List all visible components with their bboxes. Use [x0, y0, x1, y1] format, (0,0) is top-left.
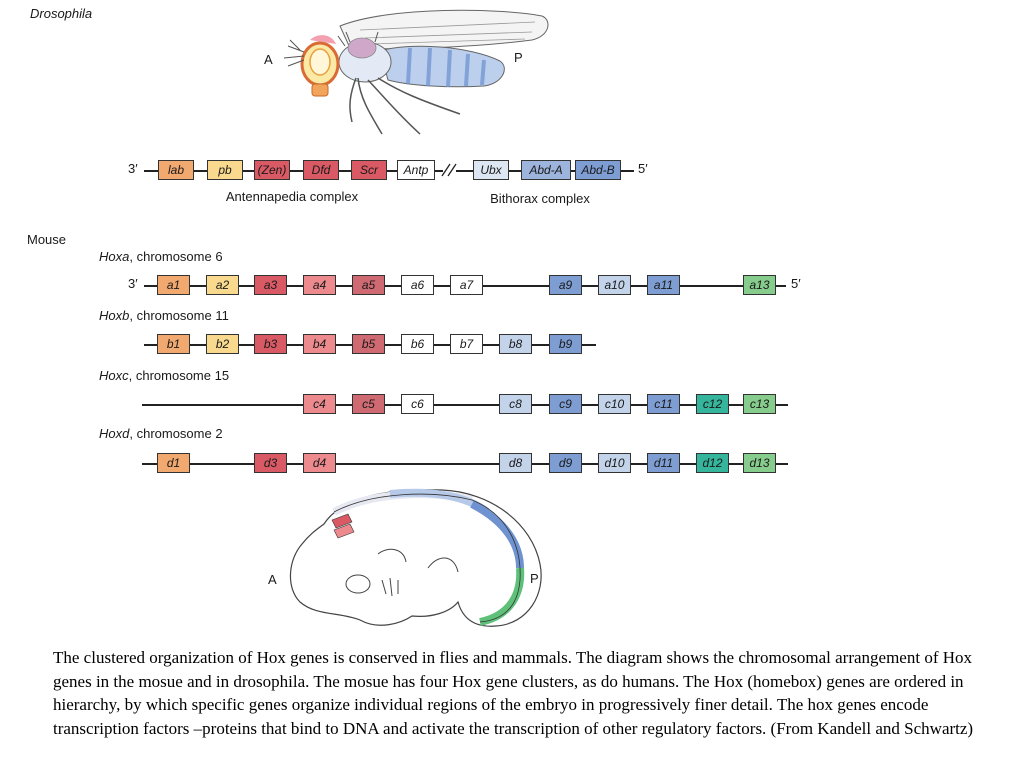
hoxb-chromosome: , chromosome 11	[129, 308, 229, 323]
gene-box-d3: d3	[254, 453, 287, 473]
gene-box-dfd: Dfd	[303, 160, 339, 180]
bithorax-complex-label: Bithorax complex	[490, 191, 590, 206]
gene-box-d13: d13	[743, 453, 776, 473]
hoxb-name: Hoxb	[99, 308, 130, 323]
gene-box-a11: a11	[647, 275, 680, 295]
chromosome-break-mark	[441, 163, 457, 177]
gene-box-d1: d1	[157, 453, 190, 473]
mouse-embryo-illustration	[289, 488, 542, 627]
gene-box-c12: c12	[696, 394, 729, 414]
hoxb-cluster-label: Hoxb, chromosome 11	[99, 308, 229, 323]
gene-box-a2: a2	[206, 275, 239, 295]
gene-box-a13: a13	[743, 275, 776, 295]
gene-box-a10: a10	[598, 275, 631, 295]
gene-box-c13: c13	[743, 394, 776, 414]
hoxd-name: Hoxd	[99, 426, 130, 441]
gene-box-c6: c6	[401, 394, 434, 414]
gene-box-a4: a4	[303, 275, 336, 295]
gene-box-abdb: Abd-B	[575, 160, 621, 180]
gene-box-b5: b5	[352, 334, 385, 354]
gene-box-c5: c5	[352, 394, 385, 414]
fly-five-prime-label: 5′	[638, 161, 648, 176]
gene-box-lab: lab	[158, 160, 194, 180]
gene-box-b4: b4	[303, 334, 336, 354]
hoxa-name: Hoxa	[99, 249, 130, 264]
gene-box-a7: a7	[450, 275, 483, 295]
gene-box-b1: b1	[157, 334, 190, 354]
gene-box-d12: d12	[696, 453, 729, 473]
gene-box-antp: Antp	[397, 160, 435, 180]
gene-box-pb: pb	[207, 160, 243, 180]
gene-box-c8: c8	[499, 394, 532, 414]
hoxa-cluster-label: Hoxa, chromosome 6	[99, 249, 223, 264]
gene-box-b6: b6	[401, 334, 434, 354]
gene-box-b2: b2	[206, 334, 239, 354]
hoxc-chromosome: , chromosome 15	[128, 368, 230, 383]
gene-box-a5: a5	[352, 275, 385, 295]
gene-box-a3: a3	[254, 275, 287, 295]
gene-box-c9: c9	[549, 394, 582, 414]
mouse-five-prime-label: 5′	[791, 276, 801, 291]
gene-box-b7: b7	[450, 334, 483, 354]
gene-box-c4: c4	[303, 394, 336, 414]
hoxc-name: Hoxc	[99, 368, 129, 383]
hoxa-chromosome: , chromosome 6	[129, 249, 223, 264]
embryo-posterior-label: P	[530, 571, 539, 586]
fly-posterior-label: P	[514, 50, 523, 65]
drosophila-title: Drosophila	[30, 6, 93, 21]
gene-box-a1: a1	[157, 275, 190, 295]
gene-box-zen: (Zen)	[254, 160, 290, 180]
gene-box-d9: d9	[549, 453, 582, 473]
gene-box-b9: b9	[549, 334, 582, 354]
gene-box-b3: b3	[254, 334, 287, 354]
mouse-three-prime-label: 3′	[128, 276, 138, 291]
mouse-title: Mouse	[27, 232, 67, 247]
antennapedia-complex-label: Antennapedia complex	[225, 189, 359, 204]
gene-box-abda: Abd-A	[521, 160, 571, 180]
fly-three-prime-label: 3′	[128, 161, 138, 176]
gene-box-d8: d8	[499, 453, 532, 473]
gene-box-d4: d4	[303, 453, 336, 473]
hoxd-chromosome-line	[142, 463, 788, 465]
hoxc-cluster-label: Hoxc, chromosome 15	[99, 368, 229, 383]
gene-box-a6: a6	[401, 275, 434, 295]
embryo-anterior-label: A	[268, 572, 277, 587]
gene-box-scr: Scr	[351, 160, 387, 180]
gene-box-d11: d11	[647, 453, 680, 473]
fly-illustration	[283, 9, 549, 135]
gene-box-c10: c10	[598, 394, 631, 414]
fly-chromosome-line-left	[144, 170, 444, 172]
gene-box-a9: a9	[549, 275, 582, 295]
hoxd-chromosome: , chromosome 2	[129, 426, 223, 441]
gene-box-d10: d10	[598, 453, 631, 473]
gene-box-c11: c11	[647, 394, 680, 414]
figure-caption: The clustered organization of Hox genes …	[53, 648, 974, 738]
gene-box-ubx: Ubx	[473, 160, 509, 180]
hoxd-cluster-label: Hoxd, chromosome 2	[99, 426, 223, 441]
hoxc-chromosome-line	[142, 404, 788, 406]
fly-anterior-label: A	[264, 52, 273, 67]
gene-box-b8: b8	[499, 334, 532, 354]
